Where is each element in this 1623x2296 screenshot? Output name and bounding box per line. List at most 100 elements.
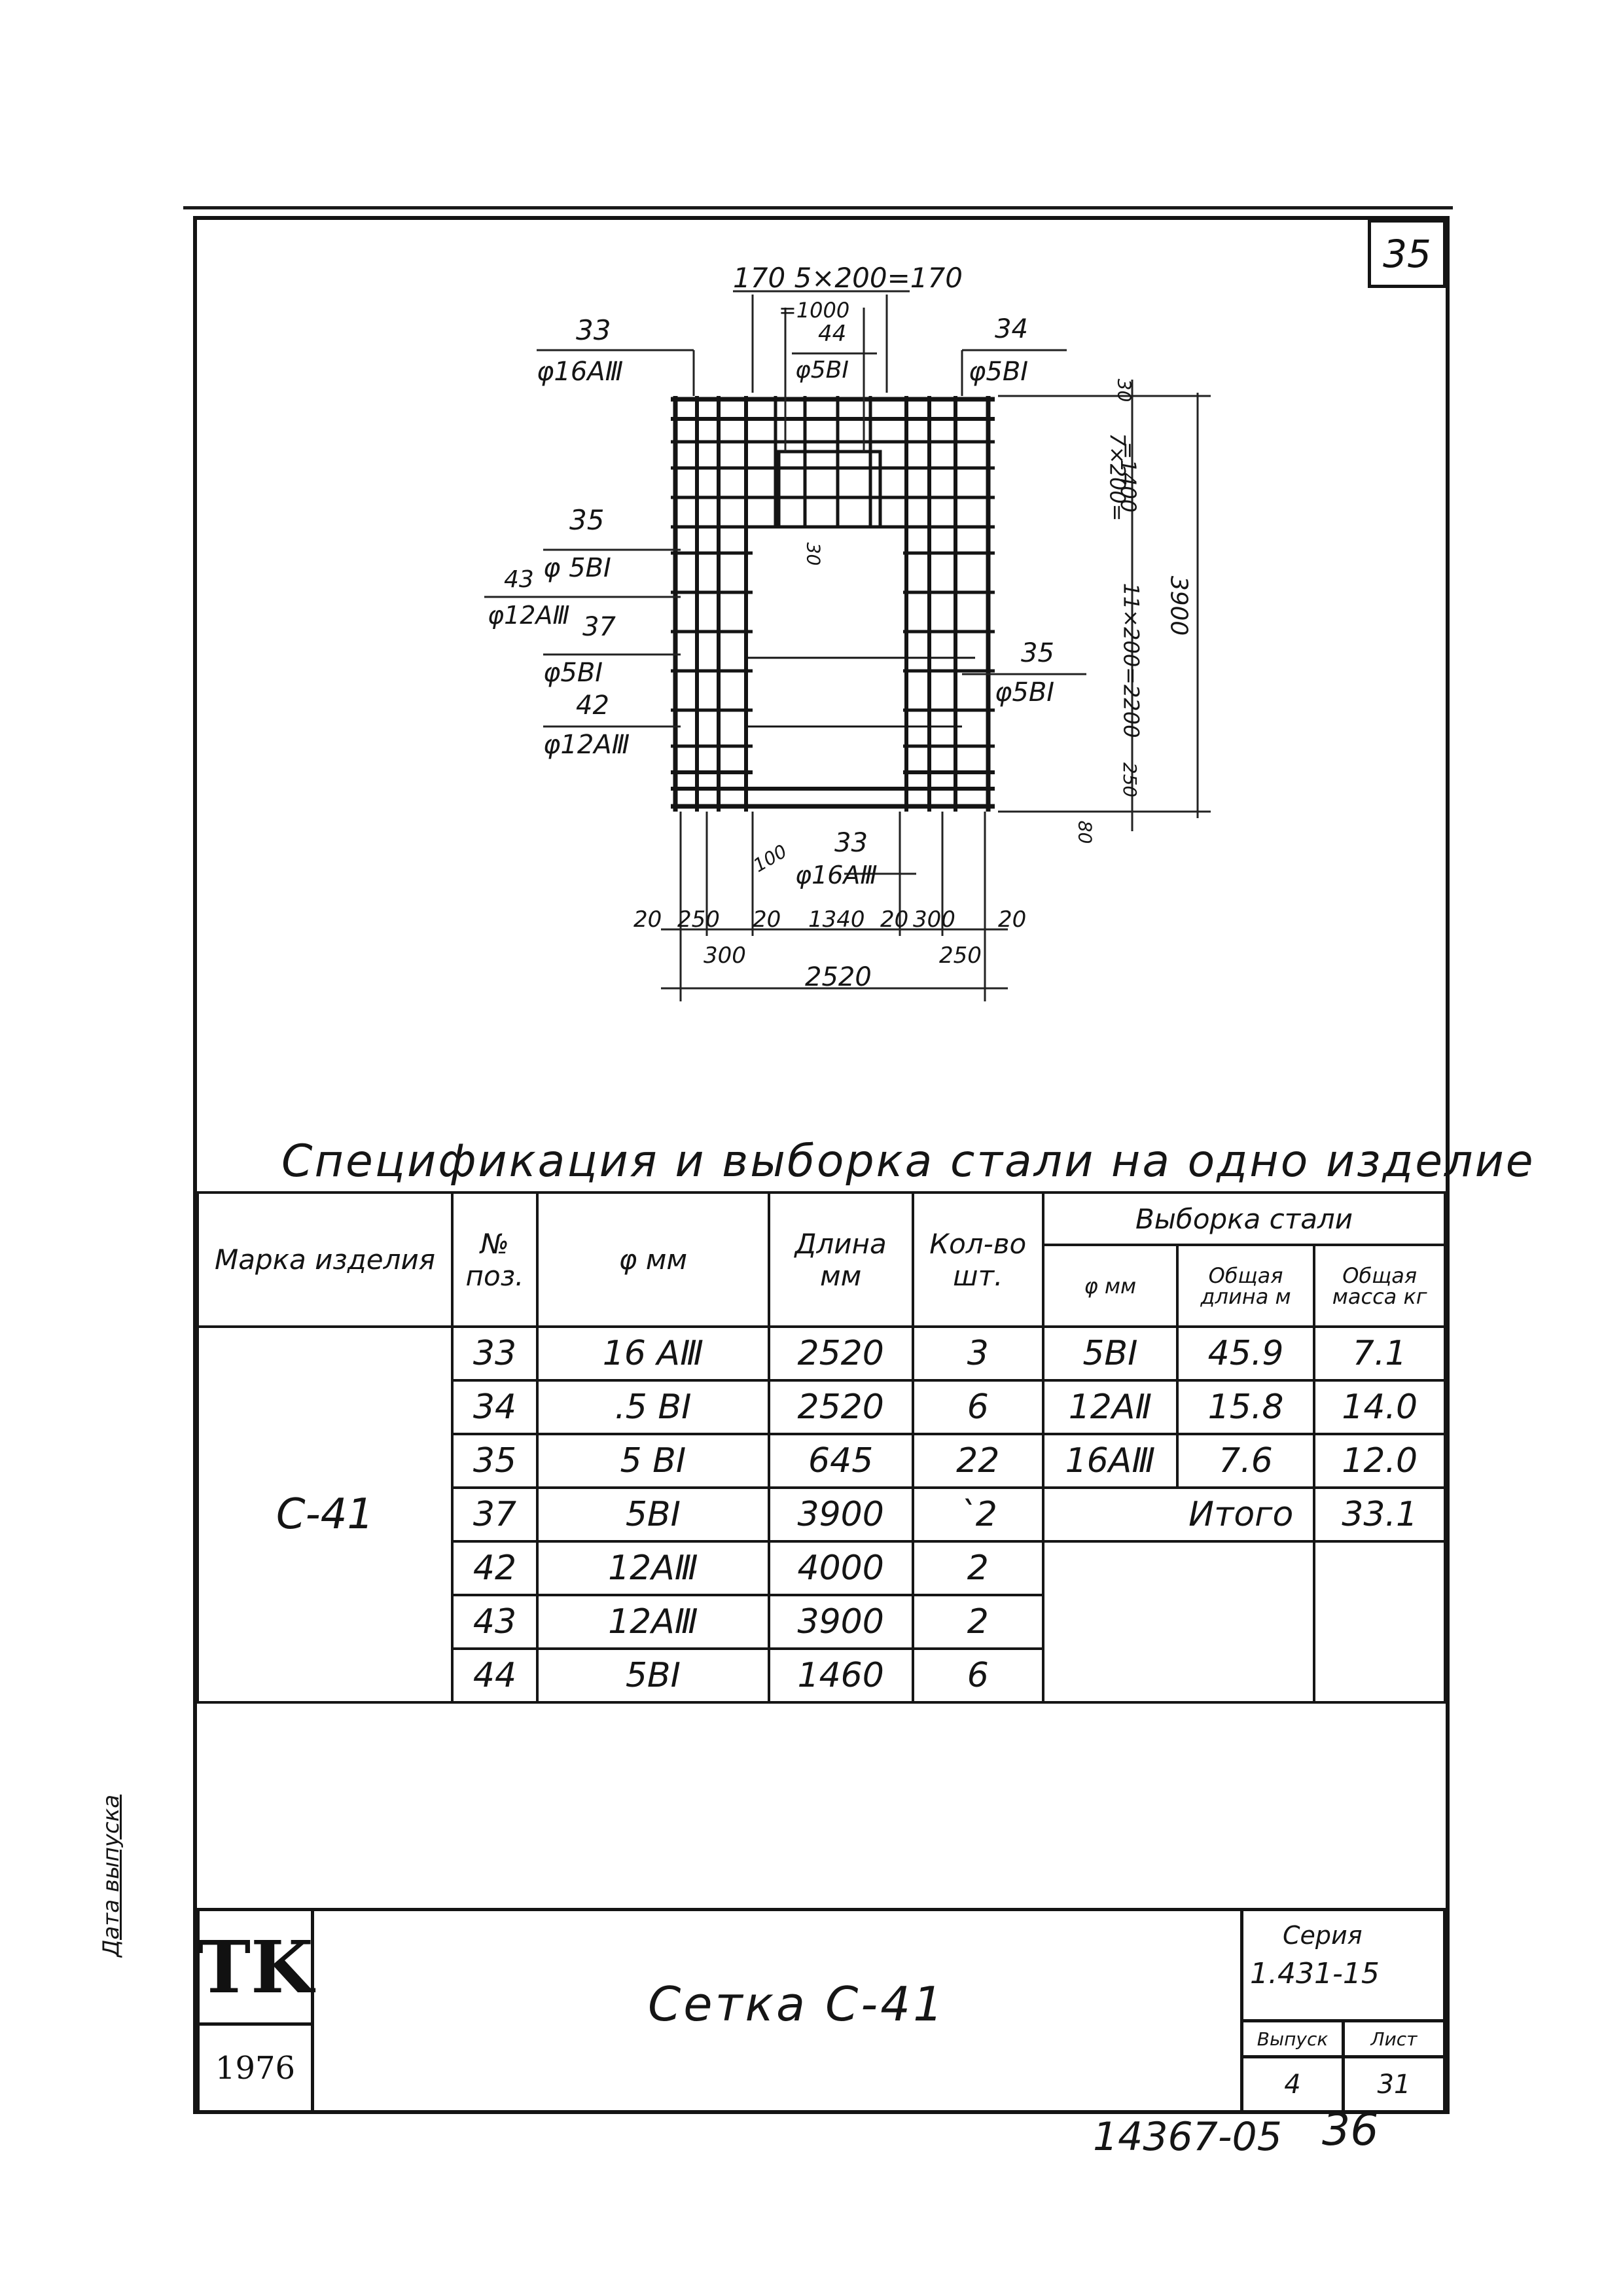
header-pos: № поз. (451, 1191, 539, 1328)
header-selection: Выборка стали (1042, 1191, 1446, 1246)
header-length: Длина мм (767, 1191, 914, 1328)
row-pos: 42 (451, 1540, 539, 1596)
row-length: 2520 (767, 1325, 914, 1382)
label-30: 30 (802, 542, 825, 566)
label-43-pos: 43 (504, 566, 534, 593)
bar44-pos: 44 (818, 321, 847, 347)
sel-dia: 5BI (1042, 1325, 1179, 1382)
bottom-page: 36 (1322, 2104, 1379, 2156)
row-dia: 12AⅢ (535, 1540, 770, 1596)
spec-table: Марка изделия № поз. φ мм Длина мм Кол-в… (196, 1191, 1446, 1704)
bar44-dia: φ5BI (795, 357, 849, 384)
row-pos: 43 (451, 1594, 539, 1650)
row-qty: 3 (911, 1325, 1045, 1382)
right-dim-80: 80 (1074, 820, 1096, 844)
row-qty: 6 (911, 1647, 1045, 1704)
header-mark: Марка изделия (196, 1191, 454, 1328)
sel-len: 7.6 (1175, 1433, 1316, 1489)
label-33-dia: φ16AⅢ (537, 357, 624, 387)
row-length: 4000 (767, 1540, 914, 1596)
mesh-drawing (484, 290, 1211, 1001)
total-label: Итого (1042, 1486, 1316, 1543)
row-qty: 2 (911, 1594, 1045, 1650)
sheet-number-box: 35 (1368, 219, 1446, 288)
total-value: 33.1 (1313, 1486, 1446, 1543)
row-length: 3900 (767, 1594, 914, 1650)
right-dim-1400: =1400 (1116, 441, 1141, 513)
bottom-dim-250b: 250 (939, 942, 982, 969)
series-value: 1.431-15 (1250, 1957, 1380, 1990)
bottom-dim-1340: 1340 (808, 906, 865, 933)
sel-dia: 12AⅡ (1042, 1379, 1179, 1435)
row-dia: 12AⅢ (535, 1594, 770, 1650)
sel-dia: 16AⅢ (1042, 1433, 1179, 1489)
row-length: 1460 (767, 1647, 914, 1704)
header-sel-len: Общая длина м (1175, 1244, 1316, 1328)
top-border-line (183, 206, 1453, 209)
label-35b-pos: 35 (1021, 638, 1054, 668)
sheet-label-box: Лист (1342, 2019, 1446, 2058)
label-37-dia: φ5BI (543, 658, 603, 688)
row-pos: 34 (451, 1379, 539, 1435)
label-35a-dia: φ 5BI (543, 553, 611, 583)
label-33-pos: 33 (576, 314, 611, 346)
empty-cell (1042, 1540, 1316, 1704)
row-qty: `2 (911, 1486, 1045, 1543)
sel-len: 45.9 (1175, 1325, 1316, 1382)
sheet-number: 35 (1383, 231, 1431, 276)
year-box: 1976 (196, 2022, 314, 2114)
label-42-dia: φ12AⅢ (543, 730, 630, 760)
row-dia: .5 BI (535, 1379, 770, 1435)
header-qty: Кол-во шт. (911, 1191, 1045, 1328)
label-34-pos: 34 (995, 314, 1028, 344)
bottom-dim-2520: 2520 (805, 962, 872, 992)
row-dia: 16 AⅢ (535, 1325, 770, 1382)
row-qty: 22 (911, 1433, 1045, 1489)
mark-value: С-41 (196, 1325, 454, 1704)
bottom-code: 14367-05 (1093, 2114, 1282, 2160)
row-pos: 33 (451, 1325, 539, 1382)
top-dim-sub: =1000 (779, 298, 850, 323)
label-34-dia: φ5BI (969, 357, 1029, 387)
bottom-dim-300a: 300 (913, 906, 955, 933)
sel-mass: 14.0 (1313, 1379, 1446, 1435)
sel-mass: 7.1 (1313, 1325, 1446, 1382)
sheet-value-box: 31 (1342, 2055, 1446, 2114)
row-pos: 37 (451, 1486, 539, 1543)
right-dim-30: 30 (1113, 378, 1135, 403)
header-sel-dia: φ мм (1042, 1244, 1179, 1328)
year: 1976 (215, 2050, 296, 2087)
label-35b-dia: φ5BI (995, 677, 1055, 708)
sheet-value: 31 (1377, 2070, 1411, 2100)
row-length: 2520 (767, 1379, 914, 1435)
row-qty: 6 (911, 1379, 1045, 1435)
right-dim-3900: 3900 (1165, 575, 1192, 636)
bottom-dim-20c: 20 (880, 906, 909, 933)
sel-len: 15.8 (1175, 1379, 1316, 1435)
issue-label-box: Выпуск (1240, 2019, 1345, 2058)
right-dim-11x: 11×200=2200 (1118, 583, 1144, 738)
row-pos: 35 (451, 1433, 539, 1489)
sheet-label: Лист (1370, 2028, 1418, 2050)
side-stamp: Дата выпуска (98, 1794, 124, 1957)
bottom-dim-300b: 300 (704, 942, 746, 969)
issue-label: Выпуск (1257, 2028, 1329, 2050)
spec-title: Спецификация и выборка стали на одно изд… (281, 1136, 1535, 1187)
label-37-pos: 37 (582, 612, 616, 642)
logo: TK (197, 1924, 313, 2009)
series-label: Серия (1283, 1921, 1363, 1950)
issue-value: 4 (1284, 2070, 1301, 2100)
sel-mass: 12.0 (1313, 1433, 1446, 1489)
right-dim-250: 250 (1119, 762, 1141, 798)
row-pos: 44 (451, 1647, 539, 1704)
row-dia: 5 BI (535, 1433, 770, 1489)
row-qty: 2 (911, 1540, 1045, 1596)
row-length: 3900 (767, 1486, 914, 1543)
label-35a-pos: 35 (569, 504, 605, 536)
header-sel-mass: Общая масса кг (1313, 1244, 1446, 1328)
row-dia: 5BI (535, 1486, 770, 1543)
row-length: 645 (767, 1433, 914, 1489)
top-dim-overall: 170 5×200=170 (733, 262, 963, 294)
row-dia: 5BI (535, 1647, 770, 1704)
bottom-dim-20b: 20 (753, 906, 781, 933)
